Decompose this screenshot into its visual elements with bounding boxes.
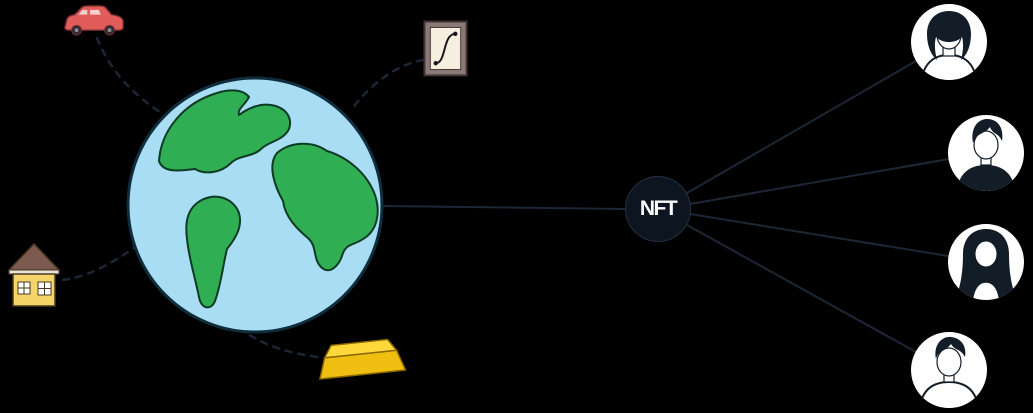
avatar-4-face [936, 347, 962, 377]
house-icon [7, 240, 61, 308]
car-window-rear [90, 9, 101, 15]
avatar-3-bangs [970, 233, 1002, 249]
avatar-woman-long-hair [948, 224, 1024, 300]
globe-illustration [126, 76, 384, 334]
car-window-front [78, 9, 88, 15]
avatar-3-face [974, 240, 998, 268]
avatar-man-short-hair [911, 332, 987, 408]
nft-label: NFT [639, 197, 678, 220]
avatar-4-illustration [911, 332, 987, 408]
link-nft-owner2 [689, 158, 950, 205]
car-body [64, 5, 124, 31]
house-illustration [7, 242, 61, 307]
link-globe-nft [382, 205, 626, 210]
house-windows [17, 281, 52, 296]
gold-bar-front [319, 349, 407, 380]
gold-bar-illustration [319, 338, 407, 380]
earth-globe [125, 75, 385, 335]
house-roof [7, 242, 61, 271]
avatar-1-hair [927, 11, 971, 60]
avatar-1-illustration [911, 4, 987, 80]
globe-continents [158, 89, 379, 309]
avatar-3-illustration [948, 224, 1024, 300]
gold-bar-icon [315, 333, 407, 384]
avatar-man-dark-shirt [948, 115, 1024, 191]
link-nft-owner3 [689, 213, 949, 257]
avatar-3-shoulders [971, 281, 1001, 300]
framed-painting-icon [423, 20, 468, 77]
avatar-2-illustration [948, 115, 1024, 191]
art-curve [435, 32, 456, 65]
nft-node: NFT [625, 176, 691, 242]
link-nft-owner1 [686, 60, 917, 194]
link-nft-owner4 [686, 224, 917, 353]
link-house-globe [61, 246, 136, 282]
avatar-2-hair [972, 119, 1003, 143]
car-icon [61, 4, 127, 37]
car-illustration [64, 5, 124, 36]
avatar-4-hair [935, 336, 966, 359]
avatar-2-shirt [956, 165, 1016, 191]
avatar-2-face [973, 130, 999, 160]
avatar-woman-bob-hair [911, 4, 987, 80]
painting-illustration [423, 20, 468, 77]
